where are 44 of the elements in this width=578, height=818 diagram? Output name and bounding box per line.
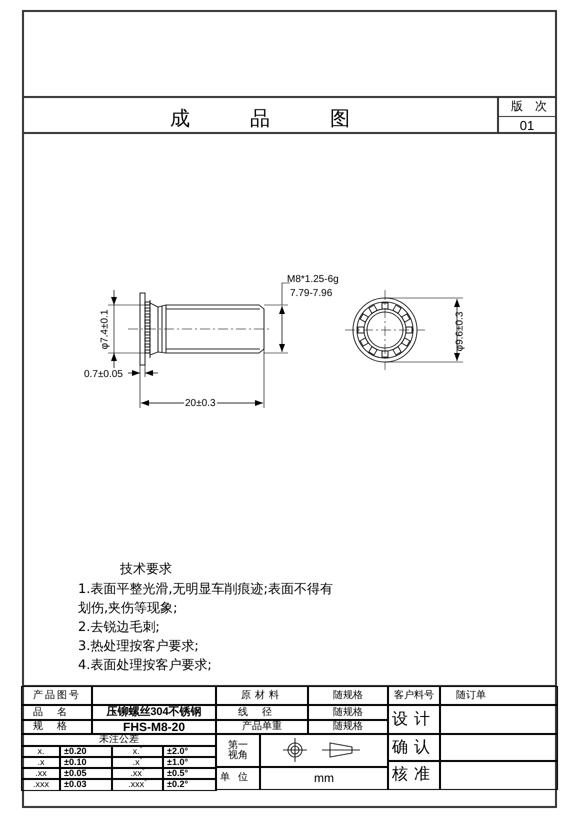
field-label: 线径 bbox=[216, 705, 308, 720]
field-value: 随规格 bbox=[308, 687, 388, 705]
field-label: 产品图号 bbox=[22, 687, 92, 705]
dimension-value: 0.7±0.05 bbox=[84, 368, 123, 382]
field-value: 随规格 bbox=[308, 720, 388, 734]
field-value: FHS-M8-20 bbox=[92, 720, 216, 734]
field-value: 压铆螺丝304不锈钢 bbox=[92, 705, 216, 720]
field-label: 第一视角 bbox=[216, 734, 260, 767]
tolerance-value: ±0.20 bbox=[60, 746, 112, 757]
tolerance-value: ±1.0° bbox=[163, 757, 216, 768]
field-label: 单位 bbox=[216, 767, 260, 789]
thread-spec: M8*1.25-6g bbox=[287, 273, 339, 287]
note-text: 3.热处理按客户要求; bbox=[78, 638, 199, 656]
tolerance-value: ±0.03 bbox=[60, 779, 112, 790]
precision-label: .xx bbox=[22, 768, 60, 779]
field-value: 随规格 bbox=[308, 705, 388, 720]
field-value: 随订单 bbox=[440, 687, 557, 705]
notes-heading: 技术要求 bbox=[120, 561, 172, 579]
dimension-value: φ9.6±0.3 bbox=[454, 310, 466, 354]
field-label: 设计 bbox=[388, 705, 440, 734]
note-text: 1.表面平整光滑,无明显车削痕迹;表面不得有划伤,夹伤等现象; bbox=[78, 581, 334, 618]
field-label: 原材料 bbox=[216, 687, 308, 705]
field-label: 确认 bbox=[388, 734, 440, 761]
tolerance-value: ±0.5° bbox=[163, 768, 216, 779]
precision-label: .xxx bbox=[22, 779, 60, 790]
dimension-value: 7.79-7.96 bbox=[290, 287, 332, 301]
note-text: 4.表面处理按客户要求; bbox=[78, 657, 212, 675]
field-value: mm bbox=[260, 767, 388, 789]
field-label: 核准 bbox=[388, 761, 440, 789]
note-text: 2.去锐边毛刺; bbox=[78, 619, 160, 637]
tolerance-value: ±0.05 bbox=[60, 768, 112, 779]
field-label: 客户料号 bbox=[388, 687, 440, 705]
field-label: 品名 bbox=[22, 705, 92, 720]
field-label: 产品单重 bbox=[216, 720, 308, 734]
field-label: 规格 bbox=[22, 720, 92, 734]
revision-number: 01 bbox=[518, 118, 536, 133]
precision-label: x. bbox=[22, 746, 60, 757]
revision-label: 版次 bbox=[510, 98, 555, 114]
tolerance-value: ±0.10 bbox=[60, 757, 112, 768]
precision-label: .x bbox=[22, 757, 60, 768]
drawing-title: 成品图 bbox=[169, 105, 411, 132]
dimension-value: φ7.4±0.1 bbox=[98, 308, 112, 352]
tolerance-value: ±0.2° bbox=[163, 779, 216, 790]
tolerance-value: ±2.0° bbox=[163, 746, 216, 757]
